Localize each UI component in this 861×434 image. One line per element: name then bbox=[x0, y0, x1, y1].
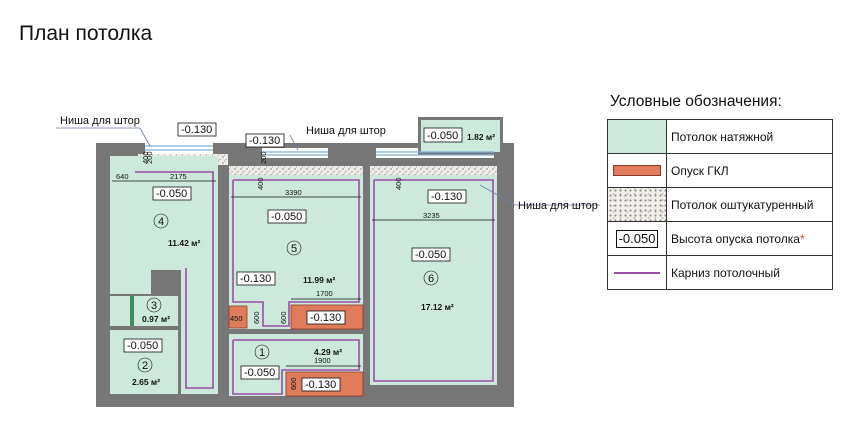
room-area-4: 11.42 м² bbox=[168, 238, 200, 248]
room-area-2: 2.65 м² bbox=[132, 377, 160, 387]
dim-3390: 3390 bbox=[285, 188, 302, 197]
room-5 bbox=[229, 175, 363, 329]
legend-note-mark: * bbox=[799, 231, 805, 246]
legend-swatch-cornice bbox=[607, 255, 667, 290]
room-area-5: 11.99 м² bbox=[303, 275, 335, 285]
level-room1: -0.050 bbox=[244, 367, 275, 379]
dimension-texts: 640 2175 3390 3235 1700 1900 450 600 600… bbox=[116, 151, 440, 390]
dim-450: 450 bbox=[230, 314, 243, 323]
dimension-lines bbox=[112, 180, 495, 367]
legend-label: Высота опуска потолка bbox=[671, 231, 800, 246]
level-room6-top: -0.130 bbox=[431, 191, 462, 203]
legend-swatch-stretch bbox=[607, 119, 667, 154]
legend-level-sample: -0.050 bbox=[615, 229, 659, 248]
legend-label: Потолок оштукатуренный bbox=[666, 187, 833, 222]
level-room4: -0.050 bbox=[156, 188, 187, 200]
dim-3235: 3235 bbox=[423, 211, 440, 220]
room-6 bbox=[370, 175, 497, 385]
legend-row: Карниз потолочный bbox=[607, 255, 833, 290]
dim-200: 200 bbox=[259, 151, 268, 164]
niche-label-right: Ниша для штор bbox=[518, 200, 598, 212]
dim-600a: 600 bbox=[252, 311, 261, 324]
windows bbox=[145, 145, 494, 156]
legend-swatch-level: -0.050 bbox=[607, 221, 667, 256]
legend-swatch-gkl bbox=[607, 153, 667, 188]
dim-400a: 400 bbox=[141, 151, 150, 164]
niche-leaders bbox=[56, 127, 600, 206]
legend-heading: Условные обозначения: bbox=[610, 93, 782, 110]
legend-row: Опуск ГКЛ bbox=[607, 153, 833, 188]
ceiling-plan: -0.130 -0.130 -0.050 -0.050 -0.050 -0.13… bbox=[56, 115, 600, 407]
gkl-drop-450 bbox=[228, 305, 248, 329]
niche-label-left: Ниша для штор bbox=[60, 115, 140, 127]
dim-1900: 1900 bbox=[314, 356, 331, 365]
level-room2: -0.050 bbox=[127, 340, 158, 352]
dim-600c: 600 bbox=[289, 377, 298, 390]
dim-640: 640 bbox=[116, 172, 129, 181]
level-room6: -0.050 bbox=[415, 249, 446, 261]
legend-label: Опуск ГКЛ bbox=[666, 153, 833, 188]
level-room5-bottom: -0.130 bbox=[310, 312, 341, 324]
legend-row: -0.050 Высота опуска потолка* bbox=[607, 221, 833, 256]
level-room1-bottom: -0.130 bbox=[305, 379, 336, 391]
rooms bbox=[110, 156, 497, 397]
dim-200b: 200 bbox=[145, 151, 154, 164]
room-number-5: 5 bbox=[291, 243, 297, 255]
legend-row: Потолок натяжной bbox=[607, 119, 833, 154]
cornices bbox=[135, 171, 494, 395]
level-room5-left: -0.130 bbox=[240, 273, 271, 285]
dim-400c: 400 bbox=[394, 177, 403, 190]
room-number-1: 1 bbox=[259, 347, 265, 359]
niche-label-middle: Ниша для штор bbox=[306, 125, 386, 137]
room-areas: 11.42 м² 11.99 м² 17.12 м² 0.97 м² 2.65 … bbox=[132, 132, 495, 387]
legend-label-level: Высота опуска потолка* bbox=[666, 221, 833, 256]
niche-labels: Ниша для штор Ниша для штор Ниша для што… bbox=[60, 115, 598, 212]
legend-row: Потолок оштукатуренный bbox=[607, 187, 833, 222]
room-number-4: 4 bbox=[158, 216, 164, 228]
legend-label: Карниз потолочный bbox=[666, 255, 833, 290]
room-area-1: 4.29 м² bbox=[314, 347, 342, 357]
room-4-corridor bbox=[181, 268, 218, 394]
balcony-area: 1.82 м² bbox=[467, 132, 495, 142]
dim-600b: 600 bbox=[279, 311, 288, 324]
dim-400b: 400 bbox=[256, 177, 265, 190]
level-top-niche5: -0.130 bbox=[249, 135, 280, 147]
level-room5: -0.050 bbox=[271, 211, 302, 223]
dim-1700: 1700 bbox=[316, 289, 333, 298]
room-number-6: 6 bbox=[428, 273, 434, 285]
room-number-3: 3 bbox=[151, 300, 157, 312]
level-boxes: -0.130 -0.130 -0.050 -0.050 -0.050 -0.13… bbox=[123, 122, 467, 392]
legend-table: Потолок натяжной Опуск ГКЛ Потолок оштук… bbox=[607, 119, 833, 290]
page-title: План потолка bbox=[19, 22, 153, 45]
legend-label: Потолок натяжной bbox=[666, 119, 833, 154]
room-3 bbox=[110, 296, 178, 326]
room-area-3: 0.97 м² bbox=[142, 314, 170, 324]
room-number-2: 2 bbox=[142, 360, 148, 372]
legend-swatch-plaster bbox=[607, 187, 667, 222]
room-area-6: 17.12 м² bbox=[421, 302, 454, 312]
level-top-niche4: -0.130 bbox=[181, 124, 212, 136]
room-numbers: 4 5 6 3 2 1 bbox=[137, 213, 439, 373]
dim-2175: 2175 bbox=[170, 172, 187, 181]
level-balcony: -0.050 bbox=[427, 130, 458, 142]
